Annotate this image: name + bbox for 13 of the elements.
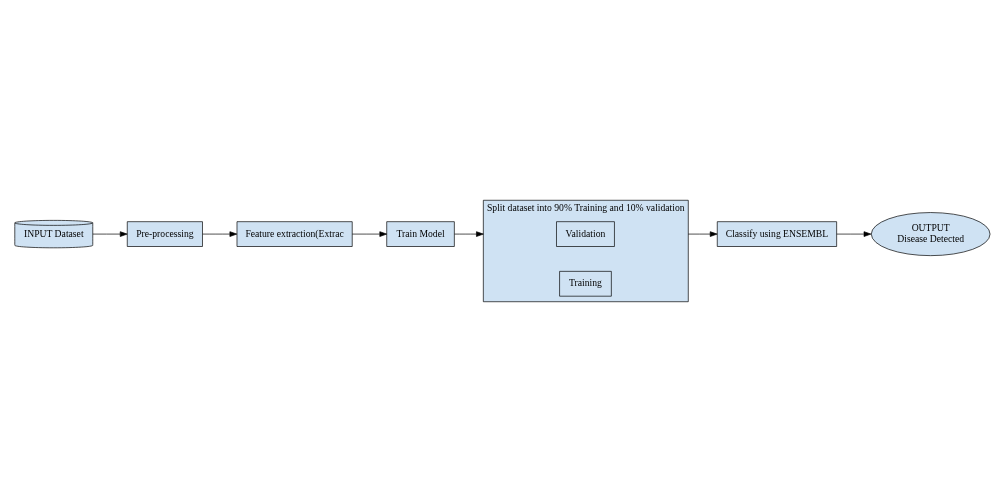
node-box: Training — [559, 270, 612, 297]
node-box: Pre-processing — [126, 220, 203, 247]
node-box: Classify using ENSEMBL — [716, 220, 837, 247]
node-ellipse: OUTPUT Disease Detected — [870, 211, 991, 256]
arrow — [836, 230, 872, 237]
arrow — [351, 230, 388, 237]
arrow — [454, 230, 484, 237]
arrow — [202, 230, 238, 237]
node-box: Validation — [556, 220, 615, 247]
node-box: Feature extraction(Extrac — [236, 220, 353, 247]
node-box: Train Model — [386, 220, 455, 247]
arrow — [687, 230, 718, 237]
arrow — [92, 230, 128, 237]
